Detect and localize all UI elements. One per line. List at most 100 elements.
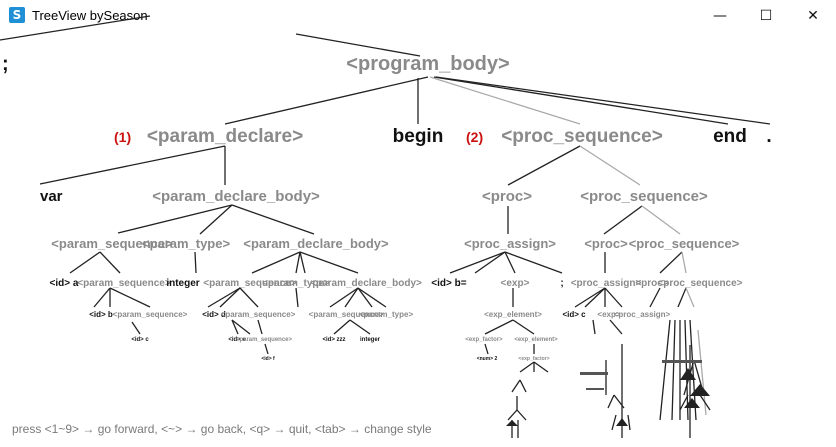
tree-edge: [507, 409, 518, 421]
tree-edge: [429, 76, 581, 125]
tree-edge: [604, 287, 623, 308]
tree-edge: [251, 251, 301, 274]
node-semicolon: ;: [560, 278, 563, 289]
tree-edge: [684, 398, 700, 408]
tree-edge: [295, 287, 299, 308]
tree-edge: [357, 287, 387, 308]
close-icon: ✕: [807, 7, 819, 24]
tree-edge: [299, 251, 306, 274]
node-id-b: <id> b: [431, 278, 460, 289]
tree-edge: [516, 409, 527, 421]
node-param-declare-body: <param_declare_body>: [152, 188, 320, 205]
tree-edge: [603, 205, 643, 235]
node-left-fragment: ;: [2, 53, 9, 75]
tree-edge: [690, 384, 710, 396]
tree-edge: [69, 251, 101, 274]
tree-edge: [671, 319, 676, 421]
node-param-sequence-2: <param_sequence>: [77, 278, 171, 289]
node-var: var: [40, 188, 63, 205]
tree-edge: [662, 360, 702, 363]
tree-edge: [506, 420, 518, 426]
node-proc-sequence-2: <proc_sequence>: [580, 188, 708, 205]
tree-edge: [194, 251, 197, 274]
node-id-f: <id> f: [261, 356, 275, 362]
tree-edge: [433, 76, 729, 125]
node-integer-2: integer: [360, 337, 381, 343]
node-param-declare-body-3: <param_declare_body>: [310, 278, 422, 289]
tree-edge: [231, 319, 239, 335]
tree-edge: [449, 251, 506, 274]
node-id-zzz: <id> zzz: [322, 337, 345, 343]
tree-edges: [0, 15, 771, 438]
tree-edge: [511, 379, 521, 393]
tree-edge: [99, 251, 121, 274]
node-param-declare: <param_declare>: [147, 126, 303, 147]
node-root: <program_body>: [346, 53, 509, 75]
node-id-b-2: <id> b: [89, 310, 113, 319]
tree-edge: [329, 287, 359, 308]
node-begin: begin: [393, 126, 444, 147]
tree-edge: [231, 319, 251, 335]
node-end: end: [713, 126, 747, 147]
tree-edge: [627, 414, 631, 431]
close-button[interactable]: ✕: [790, 0, 836, 31]
tree-edge: [333, 319, 351, 335]
maximize-button[interactable]: ☐: [743, 0, 789, 31]
tree-edge: [117, 204, 233, 234]
tree-edge: [611, 414, 617, 431]
tree-edge: [295, 251, 301, 274]
node-exp-element: <exp_element>: [484, 310, 542, 319]
node-exp-factor: <exp_factor>: [465, 337, 503, 343]
tree-edge: [199, 204, 233, 235]
node-assign: :=: [457, 278, 466, 289]
tree-edge: [349, 319, 371, 335]
node-param-sequence-6: <param_sequence>: [309, 310, 384, 319]
node-proc-sequence-3: <proc_sequence>: [629, 236, 740, 251]
tree-edge: [519, 379, 527, 393]
tree-edge: [357, 287, 373, 308]
marker-2: (2): [466, 129, 483, 145]
tree-edge: [224, 76, 429, 125]
tree-edge: [474, 251, 506, 274]
tree-nodes: ; <program_body> (1) <param_declare> beg…: [2, 53, 772, 362]
tree-edge: [679, 394, 689, 411]
keyboard-hint: press <1~9> → go forward, <~> → go back,…: [12, 422, 432, 436]
node-id-c: <id> c: [562, 310, 586, 319]
tree-edge: [584, 287, 606, 308]
tree-edge: [579, 145, 641, 186]
dense-subtree-marks: [506, 360, 710, 426]
maximize-icon: ☐: [759, 7, 773, 24]
minimize-button[interactable]: —: [697, 0, 743, 31]
tree-edge: [484, 343, 489, 355]
tree-edge: [613, 394, 625, 409]
tree-edge: [680, 368, 696, 380]
tree-edge: [344, 287, 359, 308]
node-param-type: <param_type>: [142, 236, 231, 251]
tree-edge: [299, 251, 359, 274]
tree-edge: [295, 33, 421, 57]
minimize-icon: —: [713, 7, 727, 24]
tree-edge: [677, 287, 687, 308]
tree-edge: [504, 251, 563, 274]
node-proc-assign-2: <proc_assign>: [571, 278, 642, 289]
node-id-e: <id> e: [228, 337, 246, 343]
tree-edge: [616, 418, 628, 426]
tree-edge: [649, 287, 661, 308]
node-exp-2: <exp>: [597, 310, 620, 319]
tree-edge: [504, 251, 516, 274]
title-bar: S TreeView bySeason — ☐ ✕: [0, 0, 836, 31]
node-exp: <exp>: [501, 278, 530, 289]
tree-edge: [519, 361, 535, 373]
tree-edge: [131, 321, 141, 335]
tree-edge: [207, 287, 241, 308]
node-id-d: <id> d: [202, 310, 226, 319]
window-title: TreeView bySeason: [32, 8, 148, 23]
node-param-sequence-5: <param_sequence>: [221, 310, 296, 319]
node-integer: integer: [166, 278, 199, 289]
tree-edge: [609, 319, 623, 335]
tree-edge: [684, 319, 689, 421]
node-param-type-3: <param_type>: [359, 310, 414, 319]
node-param-sequence: <param_sequence>: [51, 236, 173, 251]
tree-edge: [484, 319, 514, 335]
tree-edge: [219, 287, 241, 308]
